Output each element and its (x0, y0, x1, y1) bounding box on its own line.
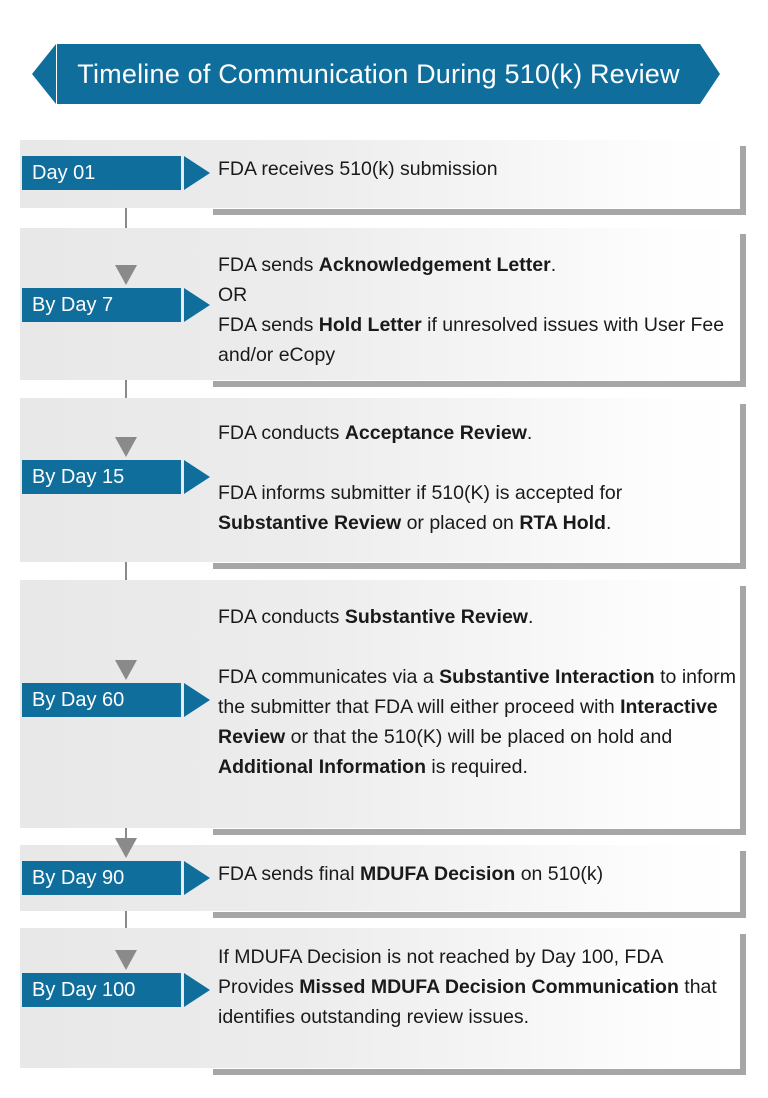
body-text: FDA sends final (218, 863, 360, 885)
body-text: FDA sends (218, 254, 319, 276)
body-text: FDA sends (218, 314, 319, 336)
chevron-left-icon (32, 44, 56, 104)
emphasis-text: RTA Hold (519, 512, 606, 534)
row-shadow-bottom (213, 912, 746, 918)
row-shadow-right (740, 851, 746, 917)
row-shadow-right (740, 234, 746, 386)
day-marker[interactable]: By Day 90 (22, 861, 210, 895)
emphasis-text: Additional Information (218, 756, 426, 778)
day-marker-label: By Day 7 (32, 293, 114, 316)
row-description: If MDUFA Decision is not reached by Day … (218, 942, 736, 1032)
arrow-right-icon (184, 861, 210, 895)
arrow-right-icon (184, 460, 210, 494)
body-text: FDA informs submitter if 510(K) is accep… (218, 482, 623, 504)
row-description: FDA sends final MDUFA Decision on 510(k) (218, 859, 736, 889)
row-shadow-bottom (213, 829, 746, 835)
row-paragraph: FDA sends Hold Letter if unresolved issu… (218, 310, 736, 370)
row-description: FDA conducts Acceptance Review. FDA infor… (218, 418, 736, 538)
body-text: on 510(k) (515, 863, 604, 885)
body-text: FDA receives 510(k) submission (218, 158, 498, 180)
arrow-right-icon (184, 156, 210, 190)
emphasis-text: Hold Letter (318, 314, 422, 336)
day-marker[interactable]: By Day 60 (22, 683, 210, 717)
row-shadow-right (740, 934, 746, 1074)
row-shadow-bottom (213, 1069, 746, 1075)
row-paragraph: If MDUFA Decision is not reached by Day … (218, 942, 736, 1032)
row-paragraph: OR (218, 280, 736, 310)
page-title: Timeline of Communication During 510(k) … (77, 58, 680, 89)
emphasis-text: Substantive Review (218, 512, 402, 534)
body-text: . (526, 422, 533, 444)
page-title-bar: Timeline of Communication During 510(k) … (57, 44, 700, 104)
row-paragraph: FDA informs submitter if 510(K) is accep… (218, 478, 736, 538)
body-text: or that the 510(K) will be placed on hol… (285, 726, 673, 748)
day-marker[interactable]: By Day 7 (22, 288, 210, 322)
body-text: If MDUFA Decision is not reached by Day … (218, 946, 663, 998)
emphasis-text: MDUFA Decision (359, 863, 516, 885)
day-marker-box: By Day 100 (22, 973, 181, 1007)
row-description: FDA receives 510(k) submission (218, 154, 736, 184)
timeline-row: By Day 7 FDA sends Acknowledgement Letter… (20, 228, 746, 387)
row-paragraph: FDA communicates via a Substantive Inter… (218, 662, 736, 782)
timeline-row: Day 01 FDA receives 510(k) submission (20, 140, 746, 215)
row-paragraph: FDA receives 510(k) submission (218, 154, 736, 184)
body-text: OR (218, 284, 248, 306)
body-text: . (605, 512, 612, 534)
chevron-right-icon (700, 44, 720, 104)
arrow-right-icon (184, 683, 210, 717)
row-shadow-right (740, 146, 746, 214)
day-marker-label: By Day 60 (32, 688, 125, 711)
body-text: or placed on (401, 512, 520, 534)
row-shadow-bottom (213, 563, 746, 569)
day-marker-box: By Day 7 (22, 288, 181, 322)
row-paragraph: FDA sends final MDUFA Decision on 510(k) (218, 859, 736, 889)
row-shadow-right (740, 404, 746, 568)
body-text: FDA communicates via a (218, 666, 440, 688)
page-title-banner: Timeline of Communication During 510(k) … (32, 44, 720, 104)
arrow-right-icon (184, 288, 210, 322)
day-marker[interactable]: By Day 100 (22, 973, 210, 1007)
body-text: to inform the submitter that FDA will ei… (218, 666, 736, 718)
body-text: . (527, 606, 534, 628)
row-shadow-bottom (213, 209, 746, 215)
day-marker-label: By Day 90 (32, 866, 125, 889)
emphasis-text: Missed MDUFA Decision Communication (299, 976, 679, 998)
body-text: is required. (425, 756, 528, 778)
row-paragraph: FDA sends Acknowledgement Letter. (218, 250, 736, 280)
emphasis-text: Acceptance Review (344, 422, 527, 444)
row-paragraph: FDA conducts Acceptance Review. (218, 418, 736, 448)
body-text: FDA conducts (218, 422, 345, 444)
arrow-right-icon (184, 973, 210, 1007)
day-marker-box: By Day 15 (22, 460, 181, 494)
day-marker[interactable]: Day 01 (22, 156, 210, 190)
timeline-row: By Day 90 FDA sends final MDUFA Decision … (20, 845, 746, 918)
day-marker-box: Day 01 (22, 156, 181, 190)
timeline-row: By Day 60 FDA conducts Substantive Review… (20, 580, 746, 835)
day-marker-box: By Day 90 (22, 861, 181, 895)
emphasis-text: Acknowledgement Letter (318, 254, 551, 276)
row-shadow-right (740, 586, 746, 834)
day-marker-label: Day 01 (32, 161, 96, 184)
timeline-row: By Day 100 If MDUFA Decision is not reach… (20, 928, 746, 1075)
body-text: FDA conducts (218, 606, 345, 628)
row-paragraph: FDA conducts Substantive Review. (218, 602, 736, 632)
timeline-row: By Day 15 FDA conducts Acceptance Review.… (20, 398, 746, 569)
day-marker-label: By Day 100 (32, 978, 136, 1001)
emphasis-text: Substantive Review (344, 606, 528, 628)
row-description: FDA sends Acknowledgement Letter. OR FDA s… (218, 250, 736, 370)
row-shadow-bottom (213, 381, 746, 387)
row-description: FDA conducts Substantive Review. FDA comm… (218, 602, 736, 782)
body-text: if unresolved issues with User Fee and/o… (218, 314, 725, 366)
body-text: that identifies outstanding review issue… (218, 976, 717, 1028)
day-marker-label: By Day 15 (32, 465, 125, 488)
day-marker-box: By Day 60 (22, 683, 181, 717)
emphasis-text: Substantive Interaction (439, 666, 655, 688)
emphasis-text: Interactive Review (218, 696, 718, 748)
day-marker[interactable]: By Day 15 (22, 460, 210, 494)
body-text: . (550, 254, 557, 276)
